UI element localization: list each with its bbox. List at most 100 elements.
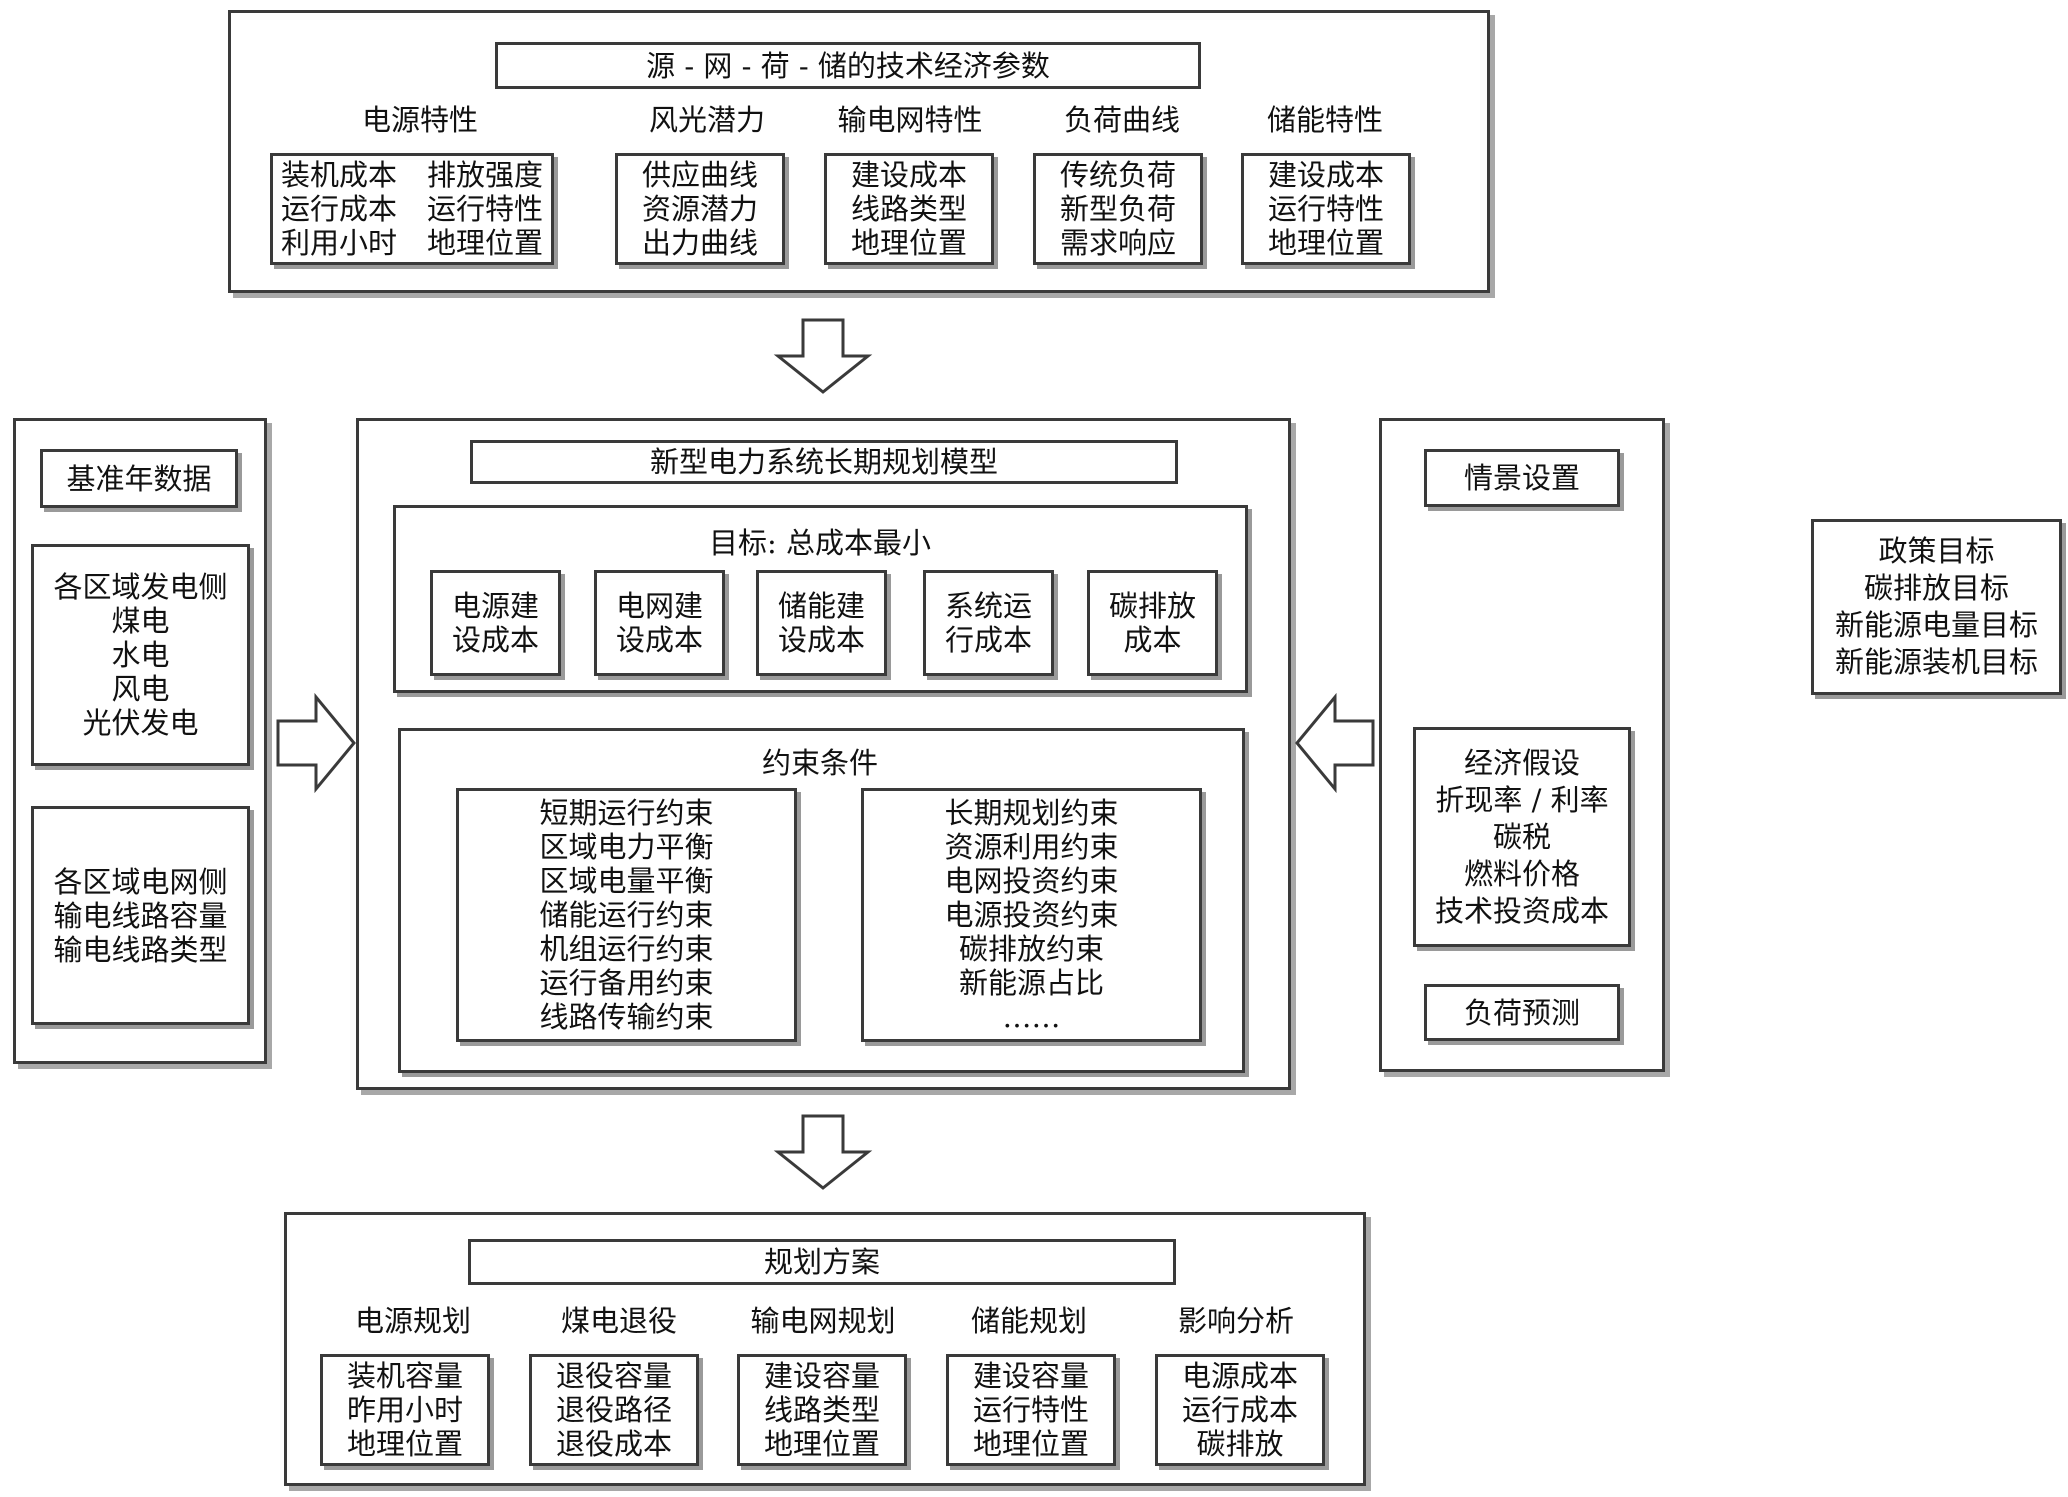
grid-side-box: 各区域电网侧 输电线路容量 输电线路类型	[31, 806, 250, 1025]
group-label-storage: 储能特性	[1266, 103, 1383, 137]
economic-assumptions-box: 经济假设 折现率 / 利率 碳税 燃料价格 技术投资成本	[1413, 727, 1631, 947]
plan-item: 建设容量	[972, 1359, 1089, 1393]
constraint-item: 电源投资约束	[944, 898, 1119, 932]
plan-item: 运行成本	[1181, 1393, 1298, 1427]
data-item: 煤电	[111, 604, 170, 638]
param-item: 新型负荷	[1059, 192, 1176, 226]
constraint-item: 长期规划约束	[944, 796, 1119, 830]
param-item: 排放强度	[427, 158, 544, 192]
cost-box-carbon-emission: 碳排放 成本	[1087, 570, 1218, 676]
constraint-item: 储能运行约束	[539, 898, 714, 932]
constraint-item: 资源利用约束	[944, 830, 1119, 864]
title-text: 规划方案	[763, 1245, 880, 1279]
cost-item: 行成本	[944, 623, 1032, 657]
title-text: 基准年数据	[66, 461, 212, 496]
constraint-item: 运行备用约束	[539, 966, 714, 1000]
group-label-coal-retirement: 煤电退役	[560, 1304, 677, 1338]
group-label-power-planning: 电源规划	[354, 1304, 471, 1338]
grid-planning-box: 建设容量 线路类型 地理位置	[737, 1354, 907, 1466]
plan-item: 退役路径	[555, 1393, 672, 1427]
down-arrow-icon	[773, 1114, 873, 1190]
param-item: 出力曲线	[641, 226, 758, 260]
tech-econ-params-title: 源 - 网 - 荷 - 储的技术经济参数	[495, 42, 1201, 89]
policy-item: 新能源电量目标	[1834, 608, 2038, 642]
param-item: 地理位置	[427, 226, 544, 260]
impact-analysis-box: 电源成本 运行成本 碳排放	[1155, 1354, 1325, 1466]
group-label-grid-planning: 输电网规划	[750, 1304, 896, 1338]
cost-item: 成本	[1123, 623, 1182, 657]
storage-params-box: 建设成本 运行特性 地理位置	[1241, 153, 1411, 265]
assumption-item: 碳税	[1492, 819, 1551, 854]
title-text: 新型电力系统长期规划模型	[649, 445, 998, 479]
cost-box-system-operation: 系统运 行成本	[923, 570, 1054, 676]
cost-item: 电网建	[615, 589, 703, 623]
right-arrow-icon	[276, 692, 356, 794]
power-source-params-box: 装机成本 排放强度 运行成本 运行特性 利用小时 地理位置	[270, 153, 554, 265]
plan-item: 运行特性	[972, 1393, 1089, 1427]
generation-side-box: 各区域发电侧 煤电 水电 风电 光伏发电	[31, 544, 250, 766]
param-item: 利用小时	[280, 226, 397, 260]
cost-box-storage-build: 储能建 设成本	[756, 570, 887, 676]
cost-item: 储能建	[777, 589, 865, 623]
group-label-power-source: 电源特性	[361, 103, 478, 137]
plan-item: 地理位置	[972, 1427, 1089, 1461]
power-planning-box: 装机容量 昨用小时 地理位置	[320, 1354, 490, 1466]
constraint-item: 新能源占比	[958, 966, 1104, 1000]
data-item: 光伏发电	[82, 706, 199, 740]
wind-solar-params-box: 供应曲线 资源潜力 出力曲线	[615, 153, 785, 265]
group-label-storage-planning: 储能规划	[970, 1304, 1087, 1338]
base-year-data-title: 基准年数据	[40, 449, 238, 508]
assumption-item: 燃料价格	[1463, 856, 1580, 891]
assumption-item: 经济假设	[1463, 745, 1580, 780]
data-item: 各区域发电侧	[53, 570, 228, 604]
constraint-item: 电网投资约束	[944, 864, 1119, 898]
plan-item: 退役成本	[555, 1427, 672, 1461]
param-item: 运行特性	[1267, 192, 1384, 226]
cost-item: 设成本	[615, 623, 703, 657]
load-forecast-label: 负荷预测	[1463, 995, 1580, 1030]
constraint-item: 线路传输约束	[539, 1000, 714, 1034]
policy-targets-box: 政策目标 碳排放目标 新能源电量目标 新能源装机目标	[1811, 519, 2062, 695]
plan-item: 地理位置	[346, 1427, 463, 1461]
cost-item: 设成本	[777, 623, 865, 657]
coal-retirement-box: 退役容量 退役路径 退役成本	[529, 1354, 699, 1466]
param-item: 需求响应	[1059, 226, 1176, 260]
plan-item: 建设容量	[763, 1359, 880, 1393]
group-label-load-curve: 负荷曲线	[1063, 103, 1180, 137]
cost-item: 碳排放	[1108, 589, 1196, 623]
data-item: 输电线路容量	[53, 898, 228, 933]
load-forecast-box: 负荷预测	[1424, 984, 1620, 1041]
assumption-item: 折现率 / 利率	[1435, 782, 1609, 817]
cost-box-power-build: 电源建 设成本	[430, 570, 561, 676]
policy-item: 新能源装机目标	[1834, 645, 2038, 679]
short-term-constraints-box: 短期运行约束 区域电力平衡 区域电量平衡 储能运行约束 机组运行约束 运行备用约…	[456, 788, 797, 1042]
group-label-impact-analysis: 影响分析	[1177, 1304, 1294, 1338]
cost-box-grid-build: 电网建 设成本	[594, 570, 725, 676]
scenario-settings-title: 情景设置	[1424, 449, 1620, 507]
constraint-item: 机组运行约束	[539, 932, 714, 966]
planning-scheme-title: 规划方案	[468, 1239, 1176, 1285]
left-arrow-icon	[1295, 692, 1375, 794]
title-text: 源 - 网 - 荷 - 储的技术经济参数	[646, 48, 1050, 83]
param-item: 运行成本	[280, 192, 397, 226]
constraint-item: ……	[1002, 1000, 1061, 1034]
constraint-item: 区域电量平衡	[539, 864, 714, 898]
plan-item: 退役容量	[555, 1359, 672, 1393]
policy-item: 政策目标	[1878, 534, 1995, 568]
group-label-transmission: 输电网特性	[837, 103, 983, 137]
param-item: 资源潜力	[641, 192, 758, 226]
plan-item: 线路类型	[763, 1393, 880, 1427]
data-item: 水电	[111, 638, 170, 672]
param-item: 建设成本	[1267, 158, 1384, 192]
down-arrow-icon	[773, 318, 873, 394]
constraints-title: 约束条件	[761, 746, 878, 780]
long-term-constraints-box: 长期规划约束 资源利用约束 电网投资约束 电源投资约束 碳排放约束 新能源占比 …	[861, 788, 1202, 1042]
title-text: 情景设置	[1463, 461, 1580, 495]
param-item: 装机成本	[280, 158, 397, 192]
param-item: 建设成本	[850, 158, 967, 192]
cost-item: 设成本	[451, 623, 539, 657]
constraint-item: 区域电力平衡	[539, 830, 714, 864]
data-item: 输电线路类型	[53, 932, 228, 967]
assumption-item: 技术投资成本	[1434, 893, 1609, 928]
